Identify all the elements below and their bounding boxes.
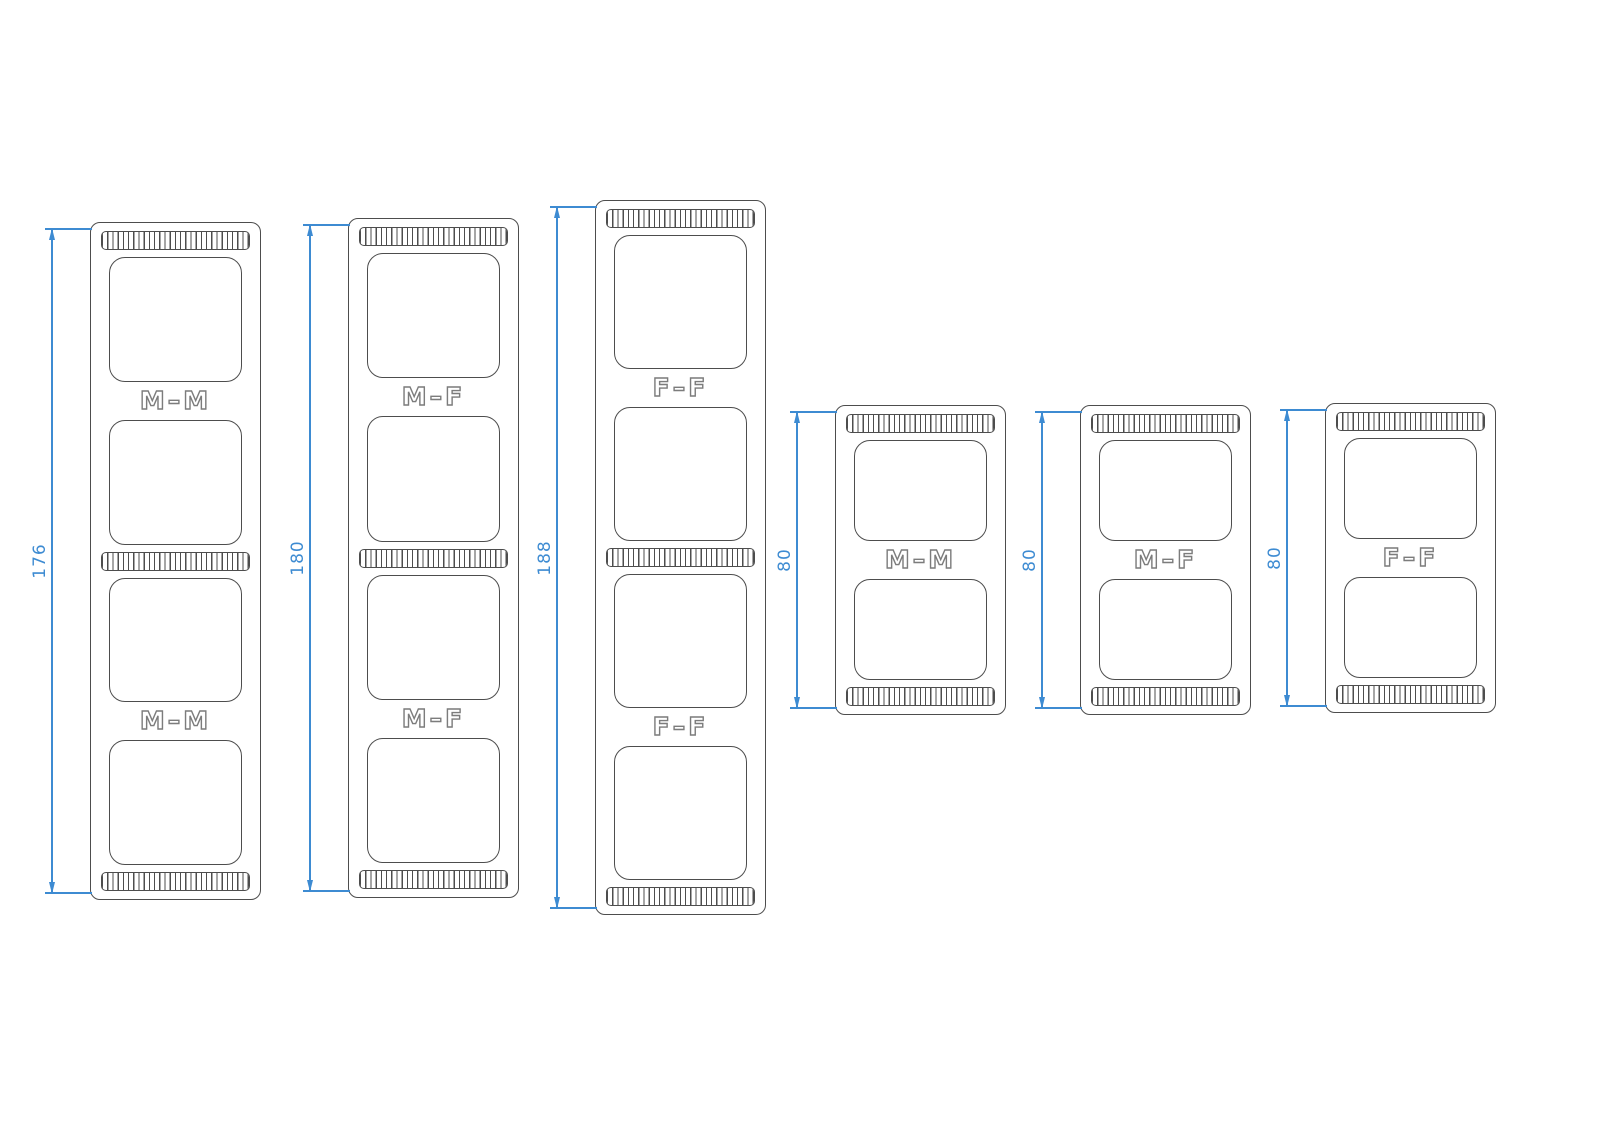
arrowhead-down-icon bbox=[1283, 695, 1290, 707]
socket-opening bbox=[854, 579, 987, 680]
part-coupler-ff-double: F–F F–F bbox=[595, 200, 766, 915]
grip-ribs bbox=[606, 887, 755, 906]
extension-line bbox=[1035, 707, 1082, 709]
extension-line bbox=[1280, 705, 1327, 707]
arrowhead-up-icon bbox=[793, 411, 800, 423]
grip-ribs bbox=[606, 548, 755, 567]
socket-opening bbox=[367, 574, 500, 700]
dimension-value: 180 bbox=[288, 540, 308, 576]
arrowhead-up-icon bbox=[306, 224, 313, 236]
dimension-line bbox=[1286, 410, 1288, 706]
grip-ribs bbox=[1336, 685, 1485, 704]
socket-opening bbox=[109, 740, 242, 865]
part-label: M–M bbox=[139, 706, 212, 736]
part-label: M–M bbox=[139, 385, 212, 415]
part-coupler-mf-single: M–F bbox=[1080, 405, 1251, 715]
socket-opening bbox=[367, 416, 500, 542]
dimension-value: 188 bbox=[535, 539, 555, 576]
part-label: M–F bbox=[1133, 545, 1198, 574]
grip-ribs bbox=[101, 231, 250, 250]
extension-line bbox=[303, 890, 350, 892]
dimension-line bbox=[309, 225, 311, 891]
extension-line bbox=[790, 411, 837, 413]
grip-ribs bbox=[846, 414, 995, 433]
socket-opening bbox=[854, 440, 987, 541]
extension-line bbox=[1035, 411, 1082, 413]
part-coupler-mf-double: M–F M–F bbox=[348, 218, 519, 898]
dimension-line bbox=[796, 412, 798, 708]
part-coupler-ff-single: F–F bbox=[1325, 403, 1496, 713]
grip-ribs bbox=[1336, 412, 1485, 431]
extension-line bbox=[550, 206, 597, 208]
grip-ribs bbox=[846, 687, 995, 706]
arrowhead-up-icon bbox=[48, 228, 55, 240]
grip-ribs bbox=[1091, 414, 1240, 433]
grip-ribs bbox=[101, 551, 250, 571]
part-label: F–F bbox=[1382, 543, 1439, 572]
dimension-line bbox=[1041, 412, 1043, 708]
grip-ribs bbox=[359, 227, 508, 246]
arrowhead-down-icon bbox=[306, 880, 313, 892]
socket-opening bbox=[109, 577, 242, 703]
arrowhead-up-icon bbox=[1283, 409, 1290, 421]
grip-ribs bbox=[359, 870, 508, 889]
socket-opening bbox=[614, 746, 747, 880]
part-label: F–F bbox=[652, 373, 709, 402]
socket-opening bbox=[1344, 577, 1477, 678]
extension-line bbox=[550, 907, 597, 909]
arrowhead-down-icon bbox=[1038, 697, 1045, 709]
dimension-value: 80 bbox=[775, 548, 795, 572]
arrowhead-down-icon bbox=[48, 882, 55, 894]
grip-ribs bbox=[606, 209, 755, 228]
part-coupler-mm-double: M–M M–M bbox=[90, 222, 261, 900]
extension-line bbox=[303, 224, 350, 226]
grip-ribs bbox=[359, 548, 508, 568]
socket-opening bbox=[614, 574, 747, 708]
part-coupler-mm-single: M–M bbox=[835, 405, 1006, 715]
grip-ribs bbox=[1091, 687, 1240, 706]
extension-line bbox=[45, 228, 92, 230]
extension-line bbox=[45, 892, 92, 894]
grip-ribs bbox=[101, 872, 250, 891]
socket-opening bbox=[614, 235, 747, 369]
dimension-value: 80 bbox=[1265, 546, 1285, 570]
socket-opening bbox=[367, 737, 500, 863]
arrowhead-down-icon bbox=[553, 897, 560, 909]
extension-line bbox=[1280, 409, 1327, 411]
dimension-line bbox=[556, 207, 558, 908]
socket-opening bbox=[1099, 440, 1232, 541]
socket-opening bbox=[367, 253, 500, 379]
dimension-value: 176 bbox=[30, 543, 50, 579]
socket-opening bbox=[109, 257, 242, 382]
extension-line bbox=[790, 707, 837, 709]
arrowhead-down-icon bbox=[793, 697, 800, 709]
dimension-line bbox=[51, 229, 53, 893]
part-label: M–M bbox=[884, 545, 957, 574]
dimension-value: 80 bbox=[1020, 548, 1040, 572]
socket-opening bbox=[1099, 579, 1232, 680]
socket-opening bbox=[1344, 438, 1477, 539]
arrowhead-up-icon bbox=[1038, 411, 1045, 423]
part-label: M–F bbox=[401, 703, 466, 733]
socket-opening bbox=[109, 419, 242, 545]
part-label: M–F bbox=[401, 382, 466, 412]
arrowhead-up-icon bbox=[553, 206, 560, 218]
part-label: F–F bbox=[652, 712, 709, 741]
socket-opening bbox=[614, 407, 747, 541]
